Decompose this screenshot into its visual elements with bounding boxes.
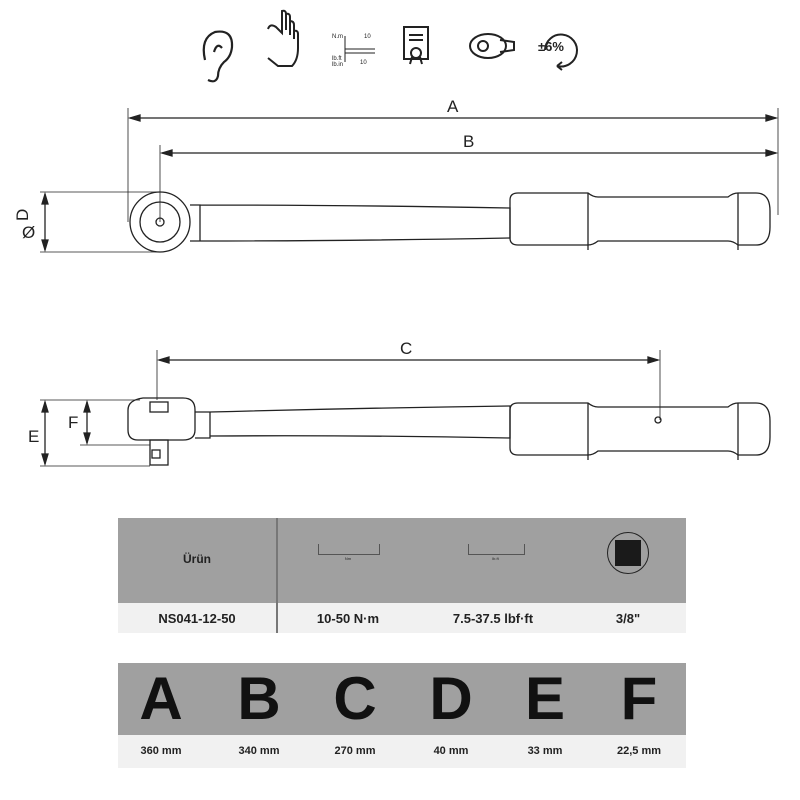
- divider: [276, 518, 278, 633]
- letter-c: C: [333, 665, 377, 732]
- dimensions-header: [118, 663, 686, 735]
- drive-size: 3/8": [615, 611, 641, 626]
- value-a: 360 mm: [140, 745, 182, 757]
- dimensions-table: A B C D E F 360 mm 340 mm 270 mm 40 mm 3…: [118, 663, 686, 768]
- torque-range-lbf: 7.5-37.5 lbf·ft: [452, 611, 534, 626]
- dim-label-a: A: [447, 97, 459, 116]
- accuracy-icon: [544, 33, 578, 71]
- value-d: 40 mm: [433, 745, 469, 757]
- svg-text:lb.in: lb.in: [332, 62, 343, 68]
- value-b: 340 mm: [238, 745, 280, 757]
- dim-label-e: E: [28, 427, 39, 446]
- letter-b: B: [237, 665, 281, 732]
- product-header: Ürün: [183, 552, 211, 566]
- spec-table: Ürün Nm lb.ft NS041-12-50 10-50 N·m 7.5-…: [118, 518, 686, 633]
- dimensions-row: [118, 735, 686, 768]
- dim-label-c: C: [400, 339, 412, 358]
- value-c: 270 mm: [334, 745, 376, 757]
- letter-e: E: [524, 665, 566, 732]
- scale-top-unit: N.m: [332, 34, 343, 40]
- dim-label-b: B: [463, 132, 474, 151]
- ratchet-head-icon: [469, 33, 515, 59]
- value-e: 33 mm: [527, 745, 563, 757]
- letter-a: A: [139, 665, 183, 732]
- value-f: 22,5 mm: [616, 745, 662, 757]
- square-drive-icon: [607, 532, 649, 574]
- svg-text:10: 10: [364, 34, 371, 40]
- ear-icon: [202, 30, 234, 83]
- dual-scale-icon: [344, 36, 375, 62]
- diameter-symbol: Ø: [22, 223, 35, 242]
- wrench-side-view: [40, 350, 771, 467]
- nm-scale-icon: [318, 544, 380, 555]
- letter-d: D: [429, 665, 473, 732]
- svg-text:lb.ft: lb.ft: [332, 56, 342, 62]
- product-code: NS041-12-50: [158, 611, 236, 626]
- spec-table-header: [118, 518, 686, 603]
- dim-label-d: D: [13, 209, 32, 221]
- torque-range-nm: 10-50 N·m: [316, 611, 380, 626]
- accuracy-text: ±6%: [538, 39, 564, 54]
- letter-f: F: [620, 665, 658, 732]
- dim-label-f: F: [68, 413, 78, 432]
- lbf-scale-icon: [468, 544, 525, 555]
- hand-icon: [267, 9, 299, 67]
- spec-table-row: [118, 603, 686, 633]
- certificate-icon: [403, 26, 429, 65]
- svg-text:10: 10: [360, 60, 367, 66]
- wrench-top-view: [40, 108, 779, 253]
